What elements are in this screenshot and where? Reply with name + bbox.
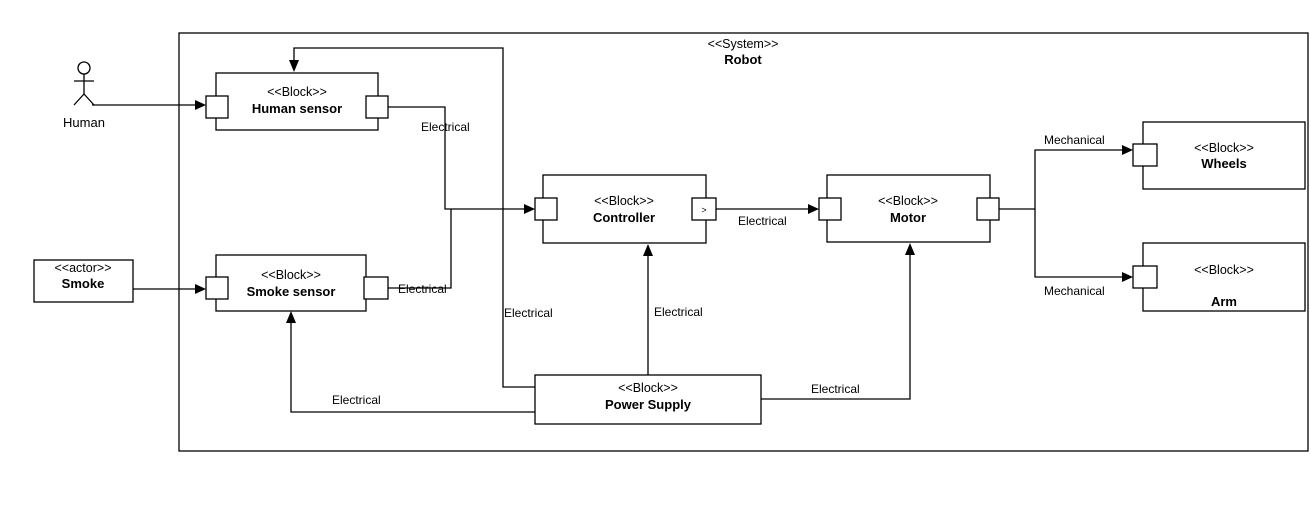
label-power-to-human-sensor: Electrical — [504, 306, 553, 320]
power-to-human-sensor-arrow — [289, 60, 299, 72]
system-stereotype: <<System>> — [708, 37, 779, 51]
power-to-motor-wire[interactable] — [761, 255, 911, 400]
motor-to-arm-wire[interactable] — [1034, 209, 1123, 278]
smoke-actor-name: Smoke — [62, 276, 105, 291]
block-arm[interactable]: <<Block>> Arm — [1132, 242, 1306, 312]
human-sensor-out-port[interactable] — [365, 95, 389, 119]
block-controller[interactable]: <<Block>> Controller > — [534, 174, 717, 244]
label-power-to-smoke-sensor: Electrical — [332, 393, 381, 407]
controller-out-port-symbol: > — [701, 205, 706, 215]
block-wheels[interactable]: <<Block>> Wheels — [1132, 121, 1306, 190]
label-controller-to-motor: Electrical — [738, 214, 787, 228]
system-name: Robot — [724, 52, 762, 67]
wheels-name: Wheels — [1201, 156, 1247, 171]
arm-name: Arm — [1211, 294, 1237, 309]
block-motor[interactable]: <<Block>> Motor — [818, 174, 1000, 243]
motor-to-wheels-arrow — [1122, 145, 1133, 155]
power-to-motor-arrow — [905, 243, 915, 255]
human-to-human-sensor-arrow — [195, 100, 206, 110]
connector-labels: Electrical Electrical Electrical Electri… — [332, 120, 1105, 407]
motor-out-port[interactable] — [976, 197, 1000, 221]
motor-to-arm-arrow — [1122, 272, 1133, 282]
motor-name: Motor — [890, 210, 926, 225]
controller-in-port[interactable] — [534, 197, 558, 221]
label-human-sensor-to-controller: Electrical — [421, 120, 470, 134]
smoke-actor[interactable]: <<actor>> Smoke — [33, 259, 134, 303]
controller-stereotype: <<Block>> — [594, 194, 654, 208]
power-to-human-sensor-wire[interactable] — [293, 47, 535, 388]
wheels-in-port[interactable] — [1132, 143, 1158, 167]
power-supply-name: Power Supply — [605, 397, 692, 412]
human-actor-name: Human — [63, 115, 105, 130]
label-power-to-controller: Electrical — [654, 305, 703, 319]
motor-in-port[interactable] — [818, 197, 842, 221]
smoke-sensor-in-port[interactable] — [205, 276, 229, 300]
controller-to-motor-arrow — [808, 204, 819, 214]
human-sensor-name: Human sensor — [252, 101, 342, 116]
controller-box — [542, 174, 707, 244]
human-actor[interactable]: Human — [63, 61, 105, 130]
label-motor-to-wheels: Mechanical — [1044, 133, 1105, 147]
smoke-sensor-stereotype: <<Block>> — [261, 268, 321, 282]
smoke-sensor-box — [215, 254, 367, 312]
arm-in-port[interactable] — [1132, 265, 1158, 289]
arm-stereotype: <<Block>> — [1194, 263, 1254, 277]
block-power-supply[interactable]: <<Block>> Power Supply — [534, 374, 762, 425]
wheels-stereotype: <<Block>> — [1194, 141, 1254, 155]
block-human-sensor[interactable]: <<Block>> Human sensor — [205, 72, 389, 131]
controller-out-port[interactable] — [691, 197, 717, 221]
smoke-to-smoke-sensor-arrow — [195, 284, 206, 294]
human-sensor-stereotype: <<Block>> — [267, 85, 327, 99]
power-supply-box — [534, 374, 762, 425]
wheels-box — [1142, 121, 1306, 190]
smoke-actor-box — [33, 259, 134, 303]
label-motor-to-arm: Mechanical — [1044, 284, 1105, 298]
smoke-sensor-to-controller-wire[interactable] — [388, 209, 452, 289]
human-sensor-to-controller-wire[interactable] — [388, 106, 524, 210]
arm-box — [1142, 242, 1306, 312]
motor-box — [826, 174, 991, 243]
to-controller-arrow — [524, 204, 535, 214]
motor-to-wheels-wire[interactable] — [999, 149, 1123, 210]
label-smoke-sensor-to-controller: Electrical — [398, 282, 447, 296]
label-power-to-motor: Electrical — [811, 382, 860, 396]
stick-figure-icon — [73, 61, 95, 106]
connectors — [92, 47, 1133, 413]
smoke-sensor-out-port[interactable] — [363, 276, 389, 300]
block-smoke-sensor[interactable]: <<Block>> Smoke sensor — [205, 254, 389, 312]
human-sensor-in-port[interactable] — [205, 95, 229, 119]
controller-name: Controller — [593, 210, 655, 225]
motor-stereotype: <<Block>> — [878, 194, 938, 208]
power-to-smoke-sensor-arrow — [286, 311, 296, 323]
smoke-sensor-name: Smoke sensor — [247, 284, 336, 299]
power-to-smoke-sensor-wire[interactable] — [290, 323, 535, 413]
human-sensor-box — [215, 72, 379, 131]
power-to-controller-arrow — [643, 244, 653, 256]
power-supply-stereotype: <<Block>> — [618, 381, 678, 395]
smoke-actor-stereotype: <<actor>> — [55, 261, 112, 275]
system-boundary[interactable] — [178, 32, 1309, 452]
